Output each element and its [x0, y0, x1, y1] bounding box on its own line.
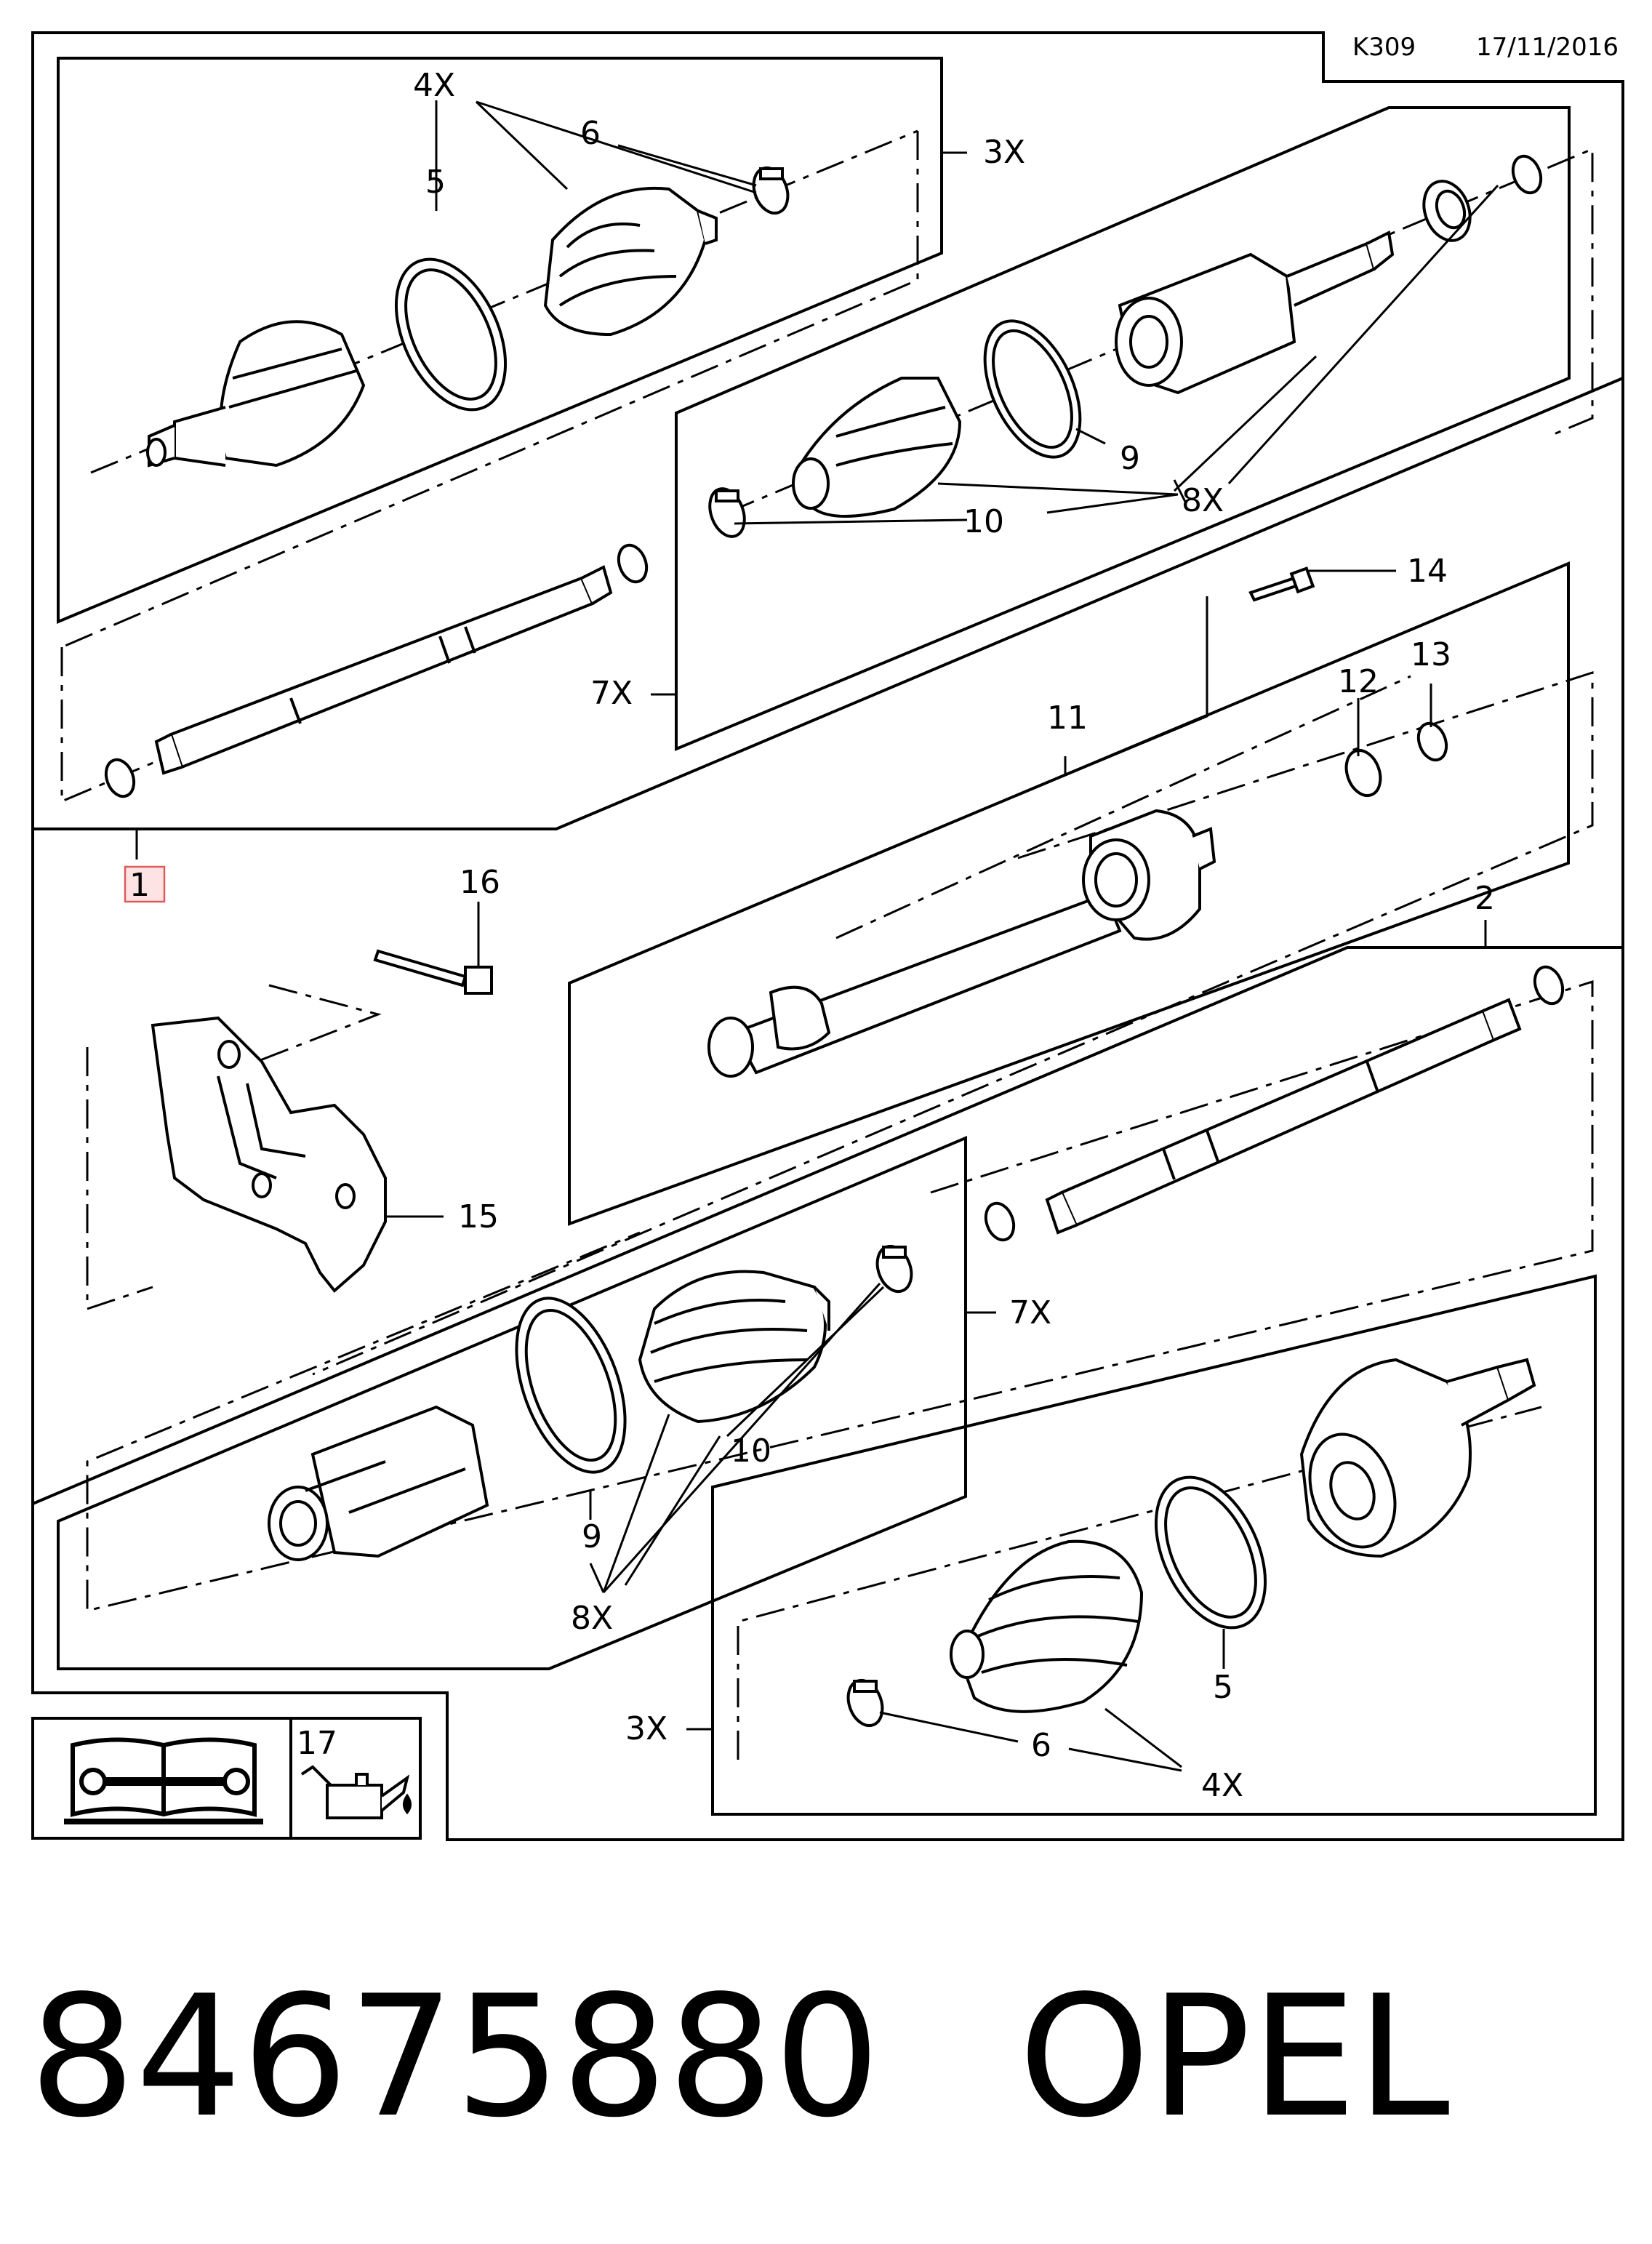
callout-16: 16	[460, 864, 500, 901]
seal-ring-12	[1344, 749, 1382, 797]
callout-13: 13	[1411, 636, 1451, 673]
guide-5	[312, 670, 1594, 1376]
assembly-1-frame	[31, 33, 1624, 830]
leader-10-top-c	[937, 482, 1179, 496]
footer: 84675880 OPEL	[29, 1949, 1629, 2167]
oil-can-icon	[300, 1765, 412, 1819]
clamp-10-top	[708, 487, 746, 538]
axle-shaft-2	[1045, 998, 1522, 1235]
seal-ring-top	[1422, 180, 1472, 242]
callout-8x-bottom: 8X	[571, 1600, 613, 1637]
ring-9-bottom	[515, 1297, 627, 1474]
axle-shaft-1	[154, 565, 613, 775]
guide-10	[246, 984, 382, 1067]
tripod-housing-bottom	[268, 1405, 489, 1561]
clamp-6-bottom	[846, 1679, 884, 1727]
boot-10-top	[792, 377, 962, 518]
panel-3x-top	[57, 57, 943, 625]
leader-10-bottom-b	[726, 1286, 885, 1438]
callout-1-highlight	[124, 865, 166, 903]
leader-8x-top-a	[1173, 479, 1187, 502]
panel-3x-bottom	[711, 1274, 1597, 1816]
tripod-housing-top	[1115, 231, 1395, 395]
callout-9-top: 9	[1120, 440, 1140, 477]
leader-10-top-b	[1046, 493, 1179, 514]
callout-3x-bottom: 3X	[625, 1710, 667, 1747]
callout-4x-bottom: 4X	[1201, 1767, 1243, 1804]
brand-name: OPEL	[1018, 1960, 1450, 2155]
leader-10-top-a	[734, 518, 968, 525]
bolt-16	[373, 949, 493, 995]
callout-5-top: 5	[425, 164, 446, 201]
callout-8x-top: 8X	[1182, 482, 1224, 519]
leader-4x-bottom-a	[1104, 1707, 1182, 1768]
circlip-bottom-mid	[984, 1201, 1016, 1242]
boot-10-bottom	[638, 1270, 830, 1424]
callout-10-top: 10	[963, 503, 1004, 540]
leader-8x-bottom-a	[602, 1414, 670, 1593]
ring-5-top	[394, 257, 508, 412]
support-bracket-15	[151, 1016, 387, 1293]
repair-manual-icon	[64, 1737, 263, 1824]
boot-4x-bottom	[950, 1539, 1144, 1713]
intermediate-shaft-11	[707, 809, 1216, 1078]
leader-8x-top-b	[1227, 184, 1499, 485]
leader-6-bottom	[879, 1711, 1019, 1743]
circlip-13	[1416, 721, 1448, 762]
outer-cv-joint-top	[146, 320, 366, 468]
diagram-date: 17/11/2016	[1476, 33, 1619, 62]
bolt-14	[1248, 566, 1315, 602]
leader-8x-bottom-b	[602, 1283, 881, 1593]
circlip-top-right	[1511, 154, 1543, 195]
callout-14: 14	[1407, 553, 1448, 590]
exploded-parts-diagram: K309 17/11/2016 4X 6 5 3X 9 8X 10 7X 1 1…	[31, 31, 1624, 1841]
leader-4x-top-a	[475, 100, 569, 191]
panel-shaft-11	[568, 561, 1570, 1226]
clamp-10-bottom	[875, 1245, 913, 1293]
outer-cv-joint-bottom	[1299, 1358, 1536, 1558]
ring-5-bottom	[1154, 1475, 1267, 1630]
callout-9-bottom: 9	[582, 1518, 602, 1555]
callout-6-top: 6	[580, 115, 601, 152]
leader-8x-bottom-c	[589, 1563, 605, 1593]
callout-5-bottom: 5	[1213, 1669, 1233, 1706]
outer-frame	[31, 31, 1624, 1841]
callout-2: 2	[1475, 880, 1495, 917]
boot-4x-top	[543, 186, 718, 337]
leader-6-top	[617, 144, 757, 187]
circlip-top-mid	[617, 543, 649, 584]
guide-6	[835, 675, 1411, 939]
panel-7x-top	[675, 106, 1571, 751]
circlip-top-left	[104, 758, 136, 798]
diagram-code: K309	[1352, 33, 1416, 62]
part-number: 84675880	[29, 1960, 881, 2155]
guide-4	[726, 147, 1594, 514]
leader-9-top	[1075, 428, 1106, 445]
callout-11: 11	[1047, 700, 1088, 737]
tool-box	[31, 1717, 422, 1840]
callout-10-bottom: 10	[731, 1432, 771, 1470]
clamp-6-top	[752, 167, 790, 215]
callout-4x-top: 4X	[413, 67, 455, 104]
callout-1: 1	[129, 867, 150, 904]
ring-9-top	[983, 319, 1082, 459]
callout-3x-top: 3X	[983, 134, 1025, 171]
callout-6-bottom: 6	[1031, 1727, 1051, 1764]
leader-4x-top-b	[476, 100, 757, 194]
callout-15: 15	[458, 1198, 499, 1235]
guide-9	[737, 1406, 1542, 1760]
leader-10-bottom-a	[624, 1435, 721, 1586]
leader-14-down	[1064, 596, 1208, 777]
callout-7x-top: 7X	[590, 675, 633, 712]
callout-7x-bottom: 7X	[1009, 1294, 1051, 1331]
leader-4x-bottom-b	[1068, 1747, 1182, 1772]
callout-17: 17	[297, 1725, 337, 1762]
leader-8x-top-c	[1173, 355, 1318, 492]
callout-12: 12	[1338, 663, 1379, 700]
guide-8	[86, 1047, 153, 1311]
circlip-bottom-right	[1533, 965, 1565, 1006]
panel-7x-bottom	[57, 1135, 967, 1670]
